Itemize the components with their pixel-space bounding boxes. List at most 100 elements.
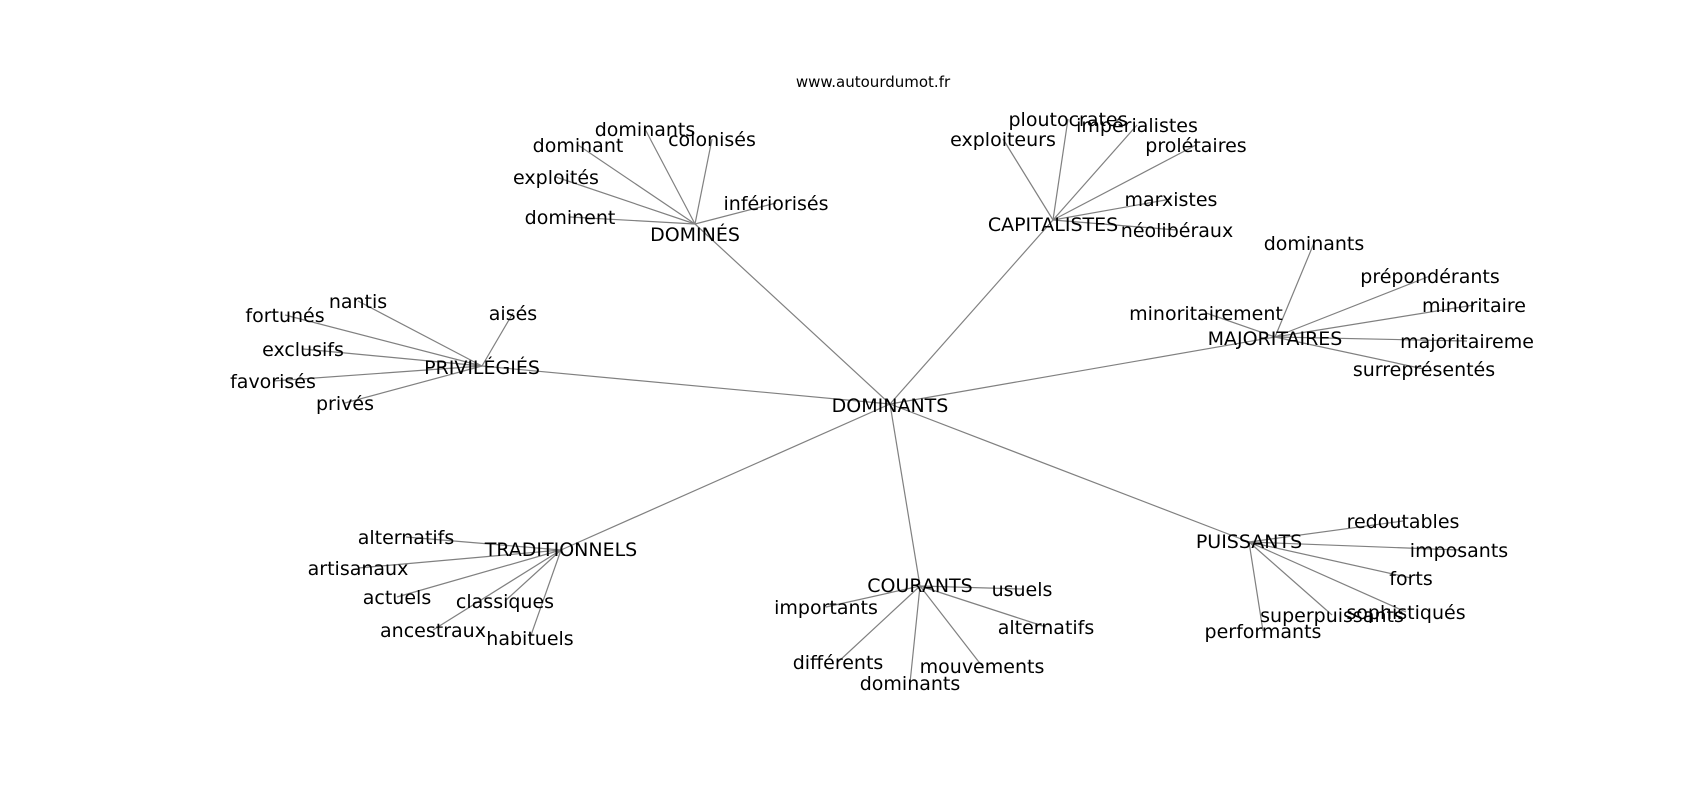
edge-cluster-to-word	[357, 549, 562, 569]
word-node: artisanaux	[308, 558, 409, 580]
word-node: minoritaire	[1422, 295, 1526, 317]
edge-cluster-to-word	[405, 536, 562, 551]
graph-edges	[272, 118, 1475, 684]
word-node: marxistes	[1125, 189, 1218, 211]
word-node: importants	[774, 597, 878, 619]
word-node: classiques	[456, 591, 554, 613]
edge-cluster-to-word	[272, 365, 483, 382]
edge-cluster-to-word	[569, 216, 696, 225]
edge-cluster-to-word	[919, 585, 983, 667]
edge-cluster-to-word	[1248, 541, 1264, 632]
word-node: infériorisés	[724, 193, 829, 215]
word-node: dominants	[1264, 233, 1365, 255]
word-node: aisés	[489, 303, 537, 325]
edge-cluster-to-word	[1274, 336, 1425, 370]
word-node: usuels	[992, 579, 1053, 601]
edge-center-to-cluster	[889, 336, 1276, 405]
word-node: alternatifs	[998, 617, 1095, 639]
word-node: dominent	[525, 207, 616, 229]
word-node: majoritaireme	[1400, 331, 1534, 353]
edge-cluster-to-word	[432, 549, 562, 631]
word-node: exploités	[513, 167, 599, 189]
word-node: ploutocrates	[1008, 109, 1127, 131]
edge-cluster-to-word	[1248, 541, 1407, 613]
edge-cluster-to-word	[837, 585, 921, 663]
word-node: alternatifs	[358, 527, 455, 549]
edge-cluster-to-word	[396, 549, 562, 598]
word-node: prépondérants	[1360, 266, 1499, 288]
cluster-node: COURANTS	[867, 575, 972, 597]
edge-center-to-cluster	[889, 403, 1250, 543]
word-node: exploiteurs	[950, 129, 1056, 151]
word-node: nantis	[329, 291, 387, 313]
word-node: redoutables	[1347, 511, 1460, 533]
cluster-node: TRADITIONNELS	[484, 539, 638, 561]
word-node: dominants	[860, 673, 961, 695]
word-node: performants	[1205, 621, 1322, 643]
word-node: fortunés	[245, 305, 324, 327]
word-node: différents	[793, 652, 884, 674]
edge-center-to-cluster	[889, 403, 921, 587]
word-node: mouvements	[920, 656, 1045, 678]
word-node: colonisés	[668, 129, 756, 151]
edge-center-to-cluster	[481, 365, 891, 405]
cluster-node: DOMINÉS	[650, 223, 740, 246]
word-node: imposants	[1410, 540, 1508, 562]
edge-cluster-to-word	[284, 314, 483, 367]
edge-cluster-to-word	[1274, 275, 1431, 338]
edge-cluster-to-word	[919, 585, 1047, 628]
cluster-node: MAJORITAIRES	[1208, 328, 1343, 350]
edge-cluster-to-word	[481, 312, 514, 367]
edge-cluster-to-word	[1052, 118, 1069, 221]
edge-cluster-to-word	[1248, 541, 1412, 579]
word-node: dominant	[533, 135, 624, 157]
edge-cluster-to-word	[644, 128, 696, 225]
edge-cluster-to-word	[1274, 336, 1468, 342]
word-node: ancestraux	[380, 620, 486, 642]
word-node: favorisés	[230, 371, 316, 393]
cluster-node: PRIVILÉGIÉS	[424, 356, 540, 379]
edge-cluster-to-word	[1052, 124, 1138, 221]
edge-center-to-cluster	[694, 223, 891, 405]
edge-cluster-to-word	[555, 176, 696, 225]
word-node: forts	[1389, 568, 1432, 590]
word-node: actuels	[363, 587, 431, 609]
edge-cluster-to-word	[1052, 219, 1178, 231]
word-node: habituels	[486, 628, 573, 650]
word-node: dominants	[595, 119, 696, 141]
edge-cluster-to-word	[302, 348, 483, 367]
edge-cluster-to-word	[1002, 138, 1054, 221]
edge-cluster-to-word	[1274, 242, 1315, 338]
edge-cluster-to-word	[1248, 541, 1460, 551]
edge-cluster-to-word	[1205, 312, 1276, 338]
word-node: sophistiqués	[1346, 602, 1465, 624]
word-node: superpuissants	[1260, 605, 1404, 627]
word-node: surreprésentés	[1353, 359, 1495, 381]
edge-cluster-to-word	[694, 202, 777, 225]
edge-center-to-cluster	[889, 219, 1054, 405]
edge-cluster-to-word	[529, 549, 562, 639]
edge-cluster-to-word	[1248, 541, 1333, 616]
edge-cluster-to-word	[694, 138, 713, 225]
edge-cluster-to-word	[344, 365, 483, 404]
word-node: néolibéraux	[1121, 220, 1233, 242]
edge-cluster-to-word	[357, 300, 483, 367]
edge-cluster-to-word	[1052, 144, 1197, 221]
word-node: privés	[316, 393, 374, 415]
cluster-node: PUISSANTS	[1196, 531, 1302, 553]
word-node: prolétaires	[1145, 135, 1246, 157]
edge-cluster-to-word	[1248, 520, 1404, 543]
edge-cluster-to-word	[909, 585, 921, 684]
edge-cluster-to-word	[919, 585, 1023, 590]
cluster-node: CAPITALISTES	[988, 214, 1118, 236]
edge-center-to-cluster	[560, 403, 891, 551]
edge-cluster-to-word	[577, 144, 696, 225]
edge-cluster-to-word	[1274, 304, 1475, 338]
word-node: exclusifs	[262, 339, 344, 361]
word-node: impérialistes	[1076, 115, 1198, 137]
edge-cluster-to-word	[1052, 198, 1172, 221]
edge-cluster-to-word	[504, 549, 562, 602]
center-node: DOMINANTS	[832, 395, 949, 417]
